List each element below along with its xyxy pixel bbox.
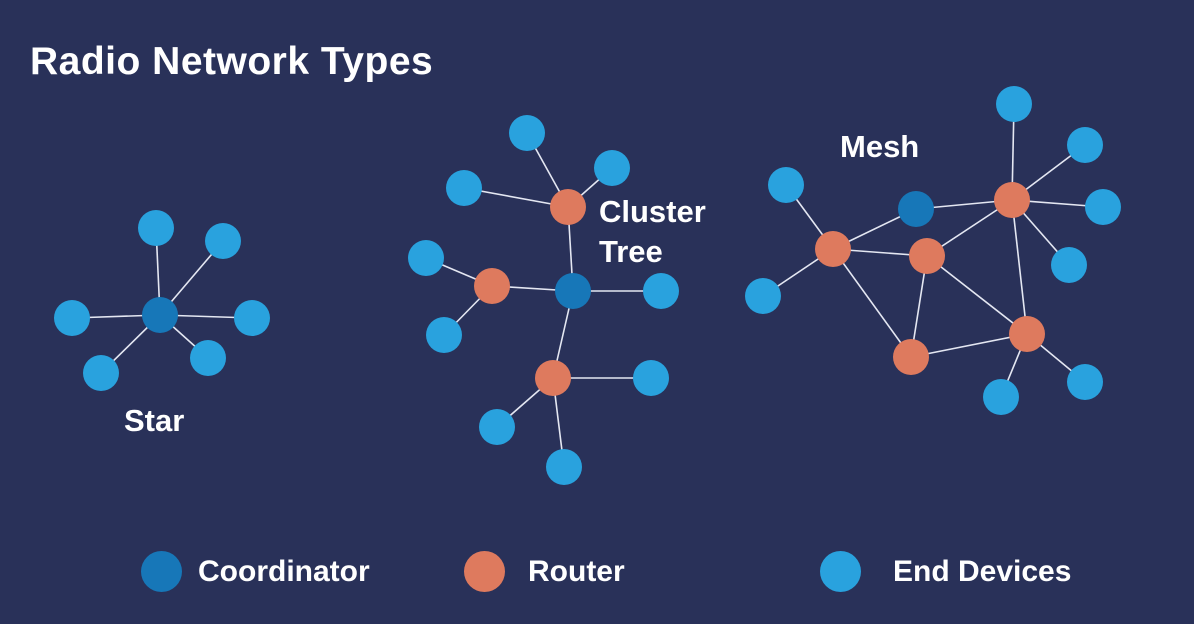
cluster-tree-end-device-node xyxy=(594,150,630,186)
network-star xyxy=(54,210,270,391)
legend-item-end-devices: End Devices xyxy=(820,551,1071,592)
coordinator-dot-icon xyxy=(141,551,182,592)
star-end-device-node xyxy=(83,355,119,391)
network-cluster-tree xyxy=(408,115,679,485)
legend: Coordinator Router End Devices xyxy=(0,551,1194,593)
mesh-router-node xyxy=(1009,316,1045,352)
mesh-link-r1-r5 xyxy=(1011,199,1028,335)
mesh-router-node xyxy=(909,238,945,274)
mesh-end-device-node xyxy=(1067,364,1103,400)
mesh-end-device-node xyxy=(1067,127,1103,163)
cluster-tree-end-device-node xyxy=(446,170,482,206)
cluster-tree-end-device-node xyxy=(408,240,444,276)
star-end-device-node xyxy=(54,300,90,336)
star-end-device-node xyxy=(190,340,226,376)
network-mesh xyxy=(745,86,1121,415)
mesh-link-r2-r4 xyxy=(832,248,912,358)
star-end-device-node xyxy=(138,210,174,246)
mesh-network-label: Mesh xyxy=(840,129,920,164)
mesh-router-node xyxy=(893,339,929,375)
cluster-tree-network-label: Cluster Tree xyxy=(599,194,706,269)
cluster-tree-router-node xyxy=(535,360,571,396)
cluster-tree-end-device-node xyxy=(426,317,462,353)
cluster-tree-end-device-node xyxy=(633,360,669,396)
star-coordinator-node xyxy=(142,297,178,333)
end-devices-dot-icon xyxy=(820,551,861,592)
star-network-label: Star xyxy=(124,403,185,438)
mesh-end-device-node xyxy=(1085,189,1121,225)
legend-item-router: Router xyxy=(464,551,625,592)
cluster-tree-end-device-node xyxy=(546,449,582,485)
mesh-end-device-node xyxy=(1051,247,1087,283)
cluster-tree-router-node xyxy=(474,268,510,304)
legend-item-coordinator: Coordinator xyxy=(141,551,370,592)
cluster-tree-coordinator-node xyxy=(555,273,591,309)
legend-label-end-devices: End Devices xyxy=(893,555,1072,588)
page-title: Radio Network Types xyxy=(30,40,434,84)
mesh-link-r4-r5 xyxy=(910,333,1028,358)
cluster-tree-end-device-node xyxy=(479,409,515,445)
mesh-router-node xyxy=(994,182,1030,218)
mesh-coordinator-node xyxy=(898,191,934,227)
legend-label-coordinator: Coordinator xyxy=(198,555,370,588)
star-end-device-node xyxy=(234,300,270,336)
mesh-router-node xyxy=(815,231,851,267)
star-end-device-node xyxy=(205,223,241,259)
mesh-end-device-node xyxy=(983,379,1019,415)
legend-label-router: Router xyxy=(528,555,625,588)
mesh-link-r3-r5 xyxy=(926,255,1028,335)
mesh-end-device-node xyxy=(745,278,781,314)
mesh-end-device-node xyxy=(768,167,804,203)
cluster-tree-end-device-node xyxy=(509,115,545,151)
cluster-tree-end-device-node xyxy=(643,273,679,309)
router-dot-icon xyxy=(464,551,505,592)
mesh-end-device-node xyxy=(996,86,1032,122)
cluster-tree-router-node xyxy=(550,189,586,225)
